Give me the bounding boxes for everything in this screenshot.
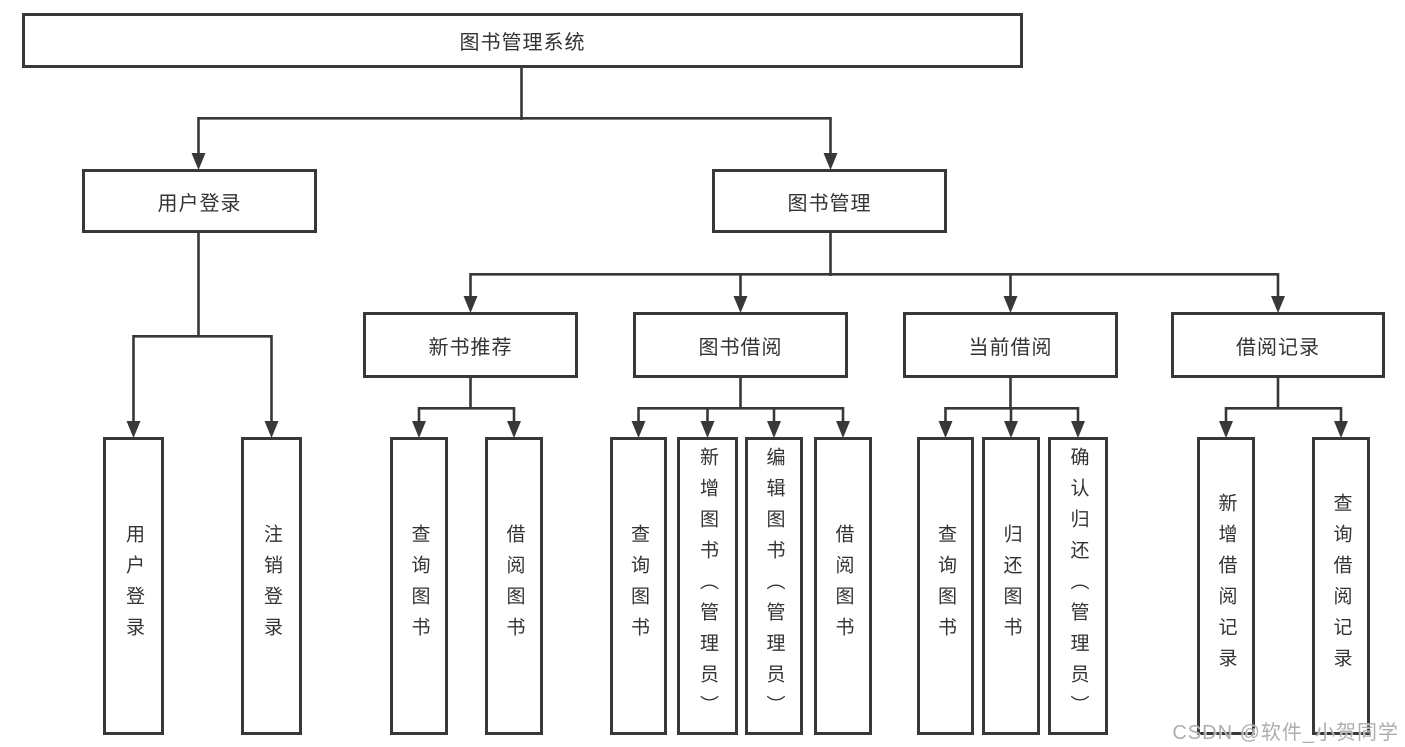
node-root: 图书管理系统: [22, 13, 1023, 68]
leaf-borrow-books-1: 借阅图书: [485, 437, 543, 735]
leaf-confirm-return-admin: 确认归还（管理员）: [1048, 437, 1108, 735]
leaf-query-borrow-record: 查询借阅记录: [1312, 437, 1370, 735]
node-book-borrow: 图书借阅: [633, 312, 848, 378]
node-label: 用户登录: [157, 192, 242, 215]
node-label: 图书管理系统: [459, 32, 586, 54]
node-label: 借阅记录: [1236, 336, 1320, 359]
node-label: 借阅图书: [832, 524, 854, 648]
node-new-book-recommend: 新书推荐: [363, 312, 578, 378]
connector-strokes: [132, 66, 1343, 423]
node-label: 新书推荐: [428, 336, 513, 359]
node-label: 确认归还（管理员）: [1067, 446, 1089, 726]
node-label: 查询图书: [408, 524, 430, 648]
node-user-login: 用户登录: [82, 169, 317, 233]
node-label: 用户登录: [123, 524, 144, 648]
node-label: 归还图书: [1000, 524, 1022, 648]
leaf-query-books-1: 查询图书: [390, 437, 448, 735]
leaf-query-books-2: 查询图书: [610, 437, 667, 735]
node-label: 查询图书: [935, 524, 956, 648]
leaf-user-login: 用户登录: [103, 437, 164, 735]
node-borrow-records: 借阅记录: [1171, 312, 1385, 378]
node-label: 当前借阅: [968, 336, 1053, 359]
node-label: 查询借阅记录: [1330, 493, 1352, 679]
node-label: 图书管理: [787, 192, 872, 215]
leaf-add-books-admin: 新增图书（管理员）: [677, 437, 738, 735]
leaf-borrow-books-2: 借阅图书: [814, 437, 872, 735]
node-current-borrow: 当前借阅: [903, 312, 1118, 378]
node-book-management: 图书管理: [712, 169, 947, 233]
node-label: 新增借阅记录: [1215, 493, 1237, 679]
watermark: CSDN @软件_小贺同学: [1172, 722, 1399, 744]
node-label: 注销登录: [261, 524, 282, 648]
leaf-query-books-3: 查询图书: [917, 437, 974, 735]
node-label: 新增图书（管理员）: [697, 446, 718, 726]
leaf-logout: 注销登录: [241, 437, 302, 735]
leaf-edit-books-admin: 编辑图书（管理员）: [745, 437, 803, 735]
arrowhead-icons: [126, 153, 1348, 438]
node-label: 借阅图书: [503, 524, 525, 648]
node-label: 编辑图书（管理员）: [763, 446, 785, 726]
leaf-return-books: 归还图书: [982, 437, 1040, 735]
node-label: 图书借阅: [698, 336, 783, 359]
leaf-add-borrow-record: 新增借阅记录: [1197, 437, 1255, 735]
node-label: 查询图书: [628, 524, 649, 648]
